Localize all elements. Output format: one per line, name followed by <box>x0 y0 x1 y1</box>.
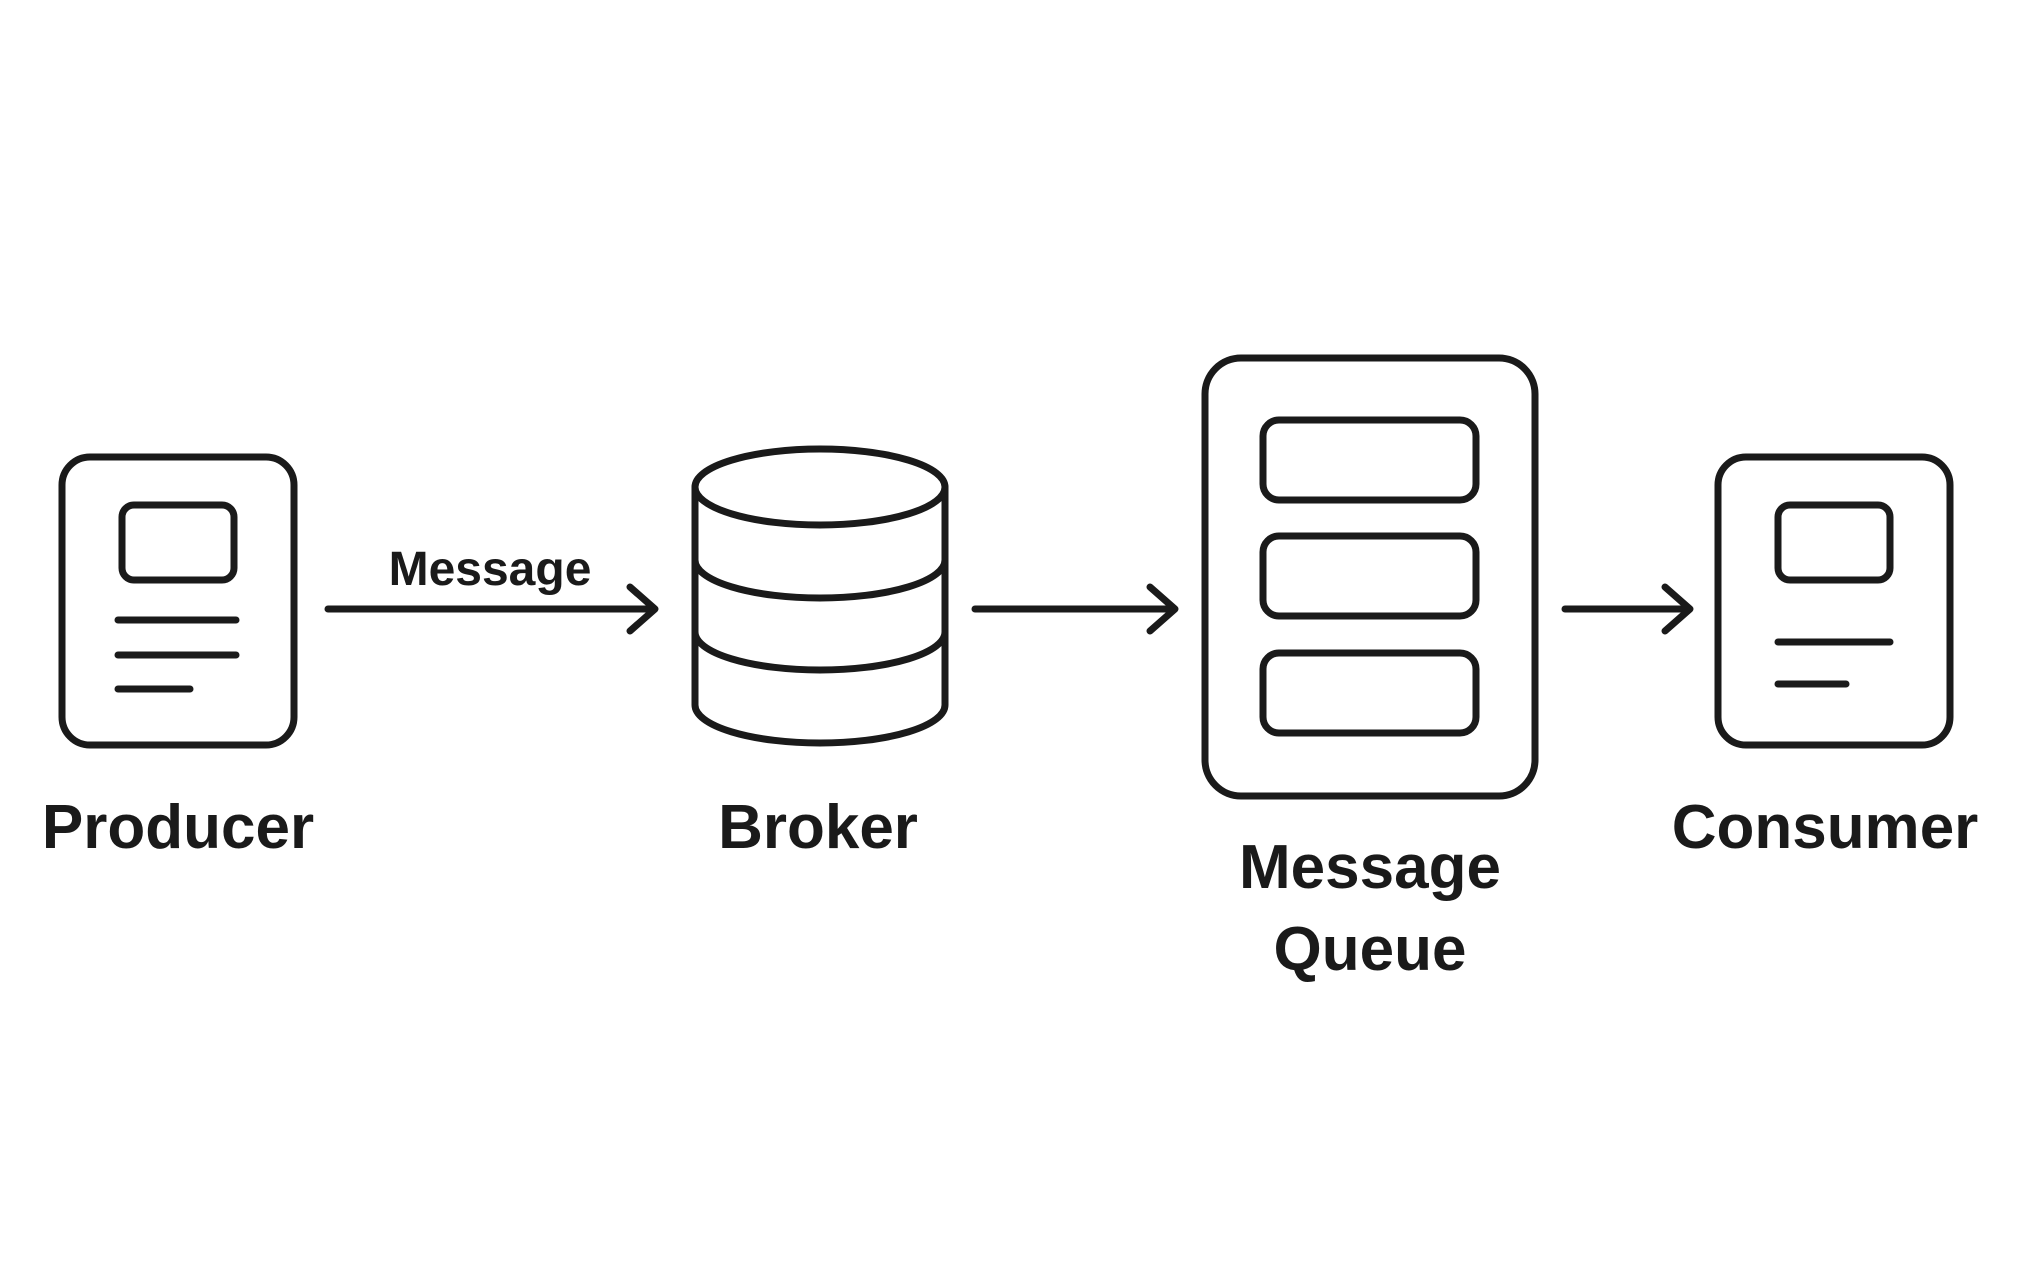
producer-node: Producer <box>42 453 314 862</box>
broker-database-icon <box>691 445 949 747</box>
producer-document-icon <box>58 453 298 749</box>
consumer-label: Consumer <box>1672 793 1979 862</box>
edge-producer-broker: Message <box>324 543 659 635</box>
broker-label: Broker <box>718 793 918 862</box>
arrowhead-icon <box>1661 583 1694 635</box>
message-queue-node: Message Queue <box>1201 354 1539 984</box>
consumer-node: Consumer <box>1672 453 1979 862</box>
broker-node: Broker <box>691 445 949 862</box>
producer-label: Producer <box>42 793 314 862</box>
queue-stack-icon <box>1201 354 1539 800</box>
message-queue-label-line2: Queue <box>1274 915 1467 984</box>
edge-queue-consumer <box>1561 583 1694 635</box>
arrowhead-icon <box>626 583 659 635</box>
arrowhead-icon <box>1146 583 1179 635</box>
consumer-document-icon <box>1714 453 1954 749</box>
edge-label-message: Message <box>389 543 592 596</box>
edge-broker-queue <box>971 583 1179 635</box>
message-queue-label-line1: Message <box>1239 833 1501 902</box>
